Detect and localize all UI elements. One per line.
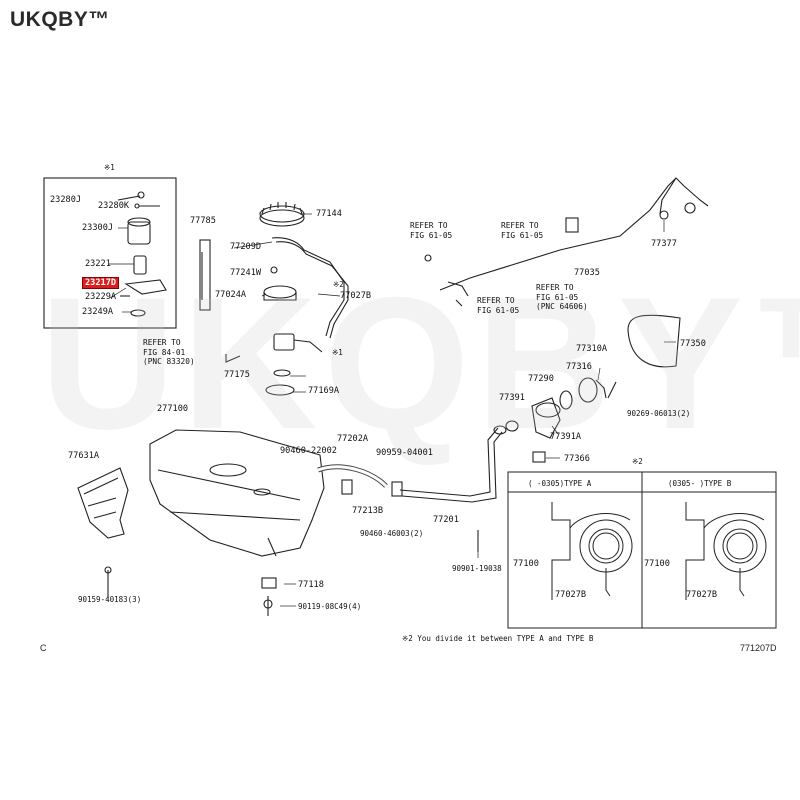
pump-subassembly-frame	[43, 177, 177, 329]
part-90460-22002[interactable]: 90460-22002	[280, 446, 337, 456]
part-90460-46003[interactable]: 90460-46003(2)	[360, 529, 424, 538]
note-mark-1-pump: ※1	[332, 348, 343, 357]
fuel-tank	[149, 429, 325, 557]
part-77175[interactable]: 77175	[224, 370, 250, 380]
part-23217d-highlighted[interactable]: 23217D	[82, 277, 120, 289]
part-23229a[interactable]: 23229A	[85, 292, 117, 302]
part-77377[interactable]: 77377	[651, 239, 677, 249]
refer-fig-61-05-b[interactable]: REFER TO FIG 61-05	[501, 221, 544, 240]
type-variant-inset	[507, 471, 777, 629]
brand-logo: UKQBY™	[10, 8, 110, 31]
part-77785[interactable]: 77785	[190, 216, 216, 226]
part-23221[interactable]: 23221	[85, 259, 111, 269]
part-23280j[interactable]: 23280J	[50, 195, 82, 205]
part-77213b[interactable]: 77213B	[352, 506, 384, 516]
part-77027b-type-b[interactable]: 77027B	[686, 590, 718, 600]
type-a-tank-illustration	[551, 502, 633, 600]
part-77118[interactable]: 77118	[298, 580, 324, 590]
part-77631a[interactable]: 77631A	[68, 451, 100, 461]
part-77035[interactable]: 77035	[574, 268, 600, 278]
part-77350[interactable]: 77350	[680, 339, 706, 349]
part-77209d[interactable]: 77209D	[230, 242, 262, 252]
refer-fig-61-05-a[interactable]: REFER TO FIG 61-05	[410, 221, 453, 240]
part-77310a[interactable]: 77310A	[576, 344, 608, 354]
refer-fig-61-05-pnc-64606[interactable]: REFER TO FIG 61-05 (PNC 64606)	[536, 283, 588, 311]
part-277100[interactable]: 277100	[157, 404, 189, 414]
part-90269-06013[interactable]: 90269-06013(2)	[627, 409, 691, 418]
part-23280k[interactable]: 23280K	[98, 201, 130, 211]
part-77391[interactable]: 77391	[499, 393, 525, 403]
corner-mark: C	[40, 643, 47, 653]
fuel-pump-parts	[117, 191, 167, 317]
part-77169a[interactable]: 77169A	[308, 386, 340, 396]
type-a-heading: ( -0305)TYPE A	[528, 479, 592, 488]
tank-protector-and-fasteners	[77, 467, 277, 616]
type-footnote: ※2 You divide it between TYPE A and TYPE…	[402, 634, 594, 643]
part-77202a[interactable]: 77202A	[337, 434, 369, 444]
note-mark-2-hose: ※2	[333, 280, 344, 289]
part-77366[interactable]: 77366	[564, 454, 590, 464]
vent-line	[424, 177, 709, 307]
part-77201[interactable]: 77201	[433, 515, 459, 525]
part-77100-type-a[interactable]: 77100	[513, 559, 539, 569]
part-77290[interactable]: 77290	[528, 374, 554, 384]
part-23300j[interactable]: 23300J	[82, 223, 114, 233]
filler-pipe-and-hoses	[317, 425, 507, 552]
part-77316[interactable]: 77316	[566, 362, 592, 372]
part-77100-type-b[interactable]: 77100	[644, 559, 670, 569]
part-23249a[interactable]: 23249A	[82, 307, 114, 317]
part-90901-19038[interactable]: 90901-19038	[452, 564, 502, 573]
figure-code: 771207D	[740, 643, 777, 653]
part-77241w[interactable]: 77241W	[230, 268, 262, 278]
refer-fig-61-05-c[interactable]: REFER TO FIG 61-05	[477, 296, 520, 315]
type-b-tank-illustration	[685, 502, 767, 600]
part-77391a[interactable]: 77391A	[550, 432, 582, 442]
note-mark-2-inset: ※2	[632, 457, 643, 466]
part-77024a[interactable]: 77024A	[215, 290, 247, 300]
part-77027b-type-a[interactable]: 77027B	[555, 590, 587, 600]
filler-neck-parts	[505, 314, 681, 463]
type-b-heading: (0305- )TYPE B	[668, 479, 732, 488]
part-90959-04001[interactable]: 90959-04001	[376, 448, 433, 458]
sender-gauge-parts	[199, 202, 349, 396]
leader-lines	[107, 213, 676, 607]
part-77144[interactable]: 77144	[316, 209, 342, 219]
part-77027b[interactable]: 77027B	[340, 291, 372, 301]
part-90159-40183[interactable]: 90159-40183(3)	[78, 595, 142, 604]
refer-fig-84-01[interactable]: REFER TO FIG 84-01 (PNC 83320)	[143, 338, 195, 366]
part-90119-08c49[interactable]: 90119-08C49(4)	[298, 602, 362, 611]
note-mark-1: ※1	[104, 163, 115, 172]
